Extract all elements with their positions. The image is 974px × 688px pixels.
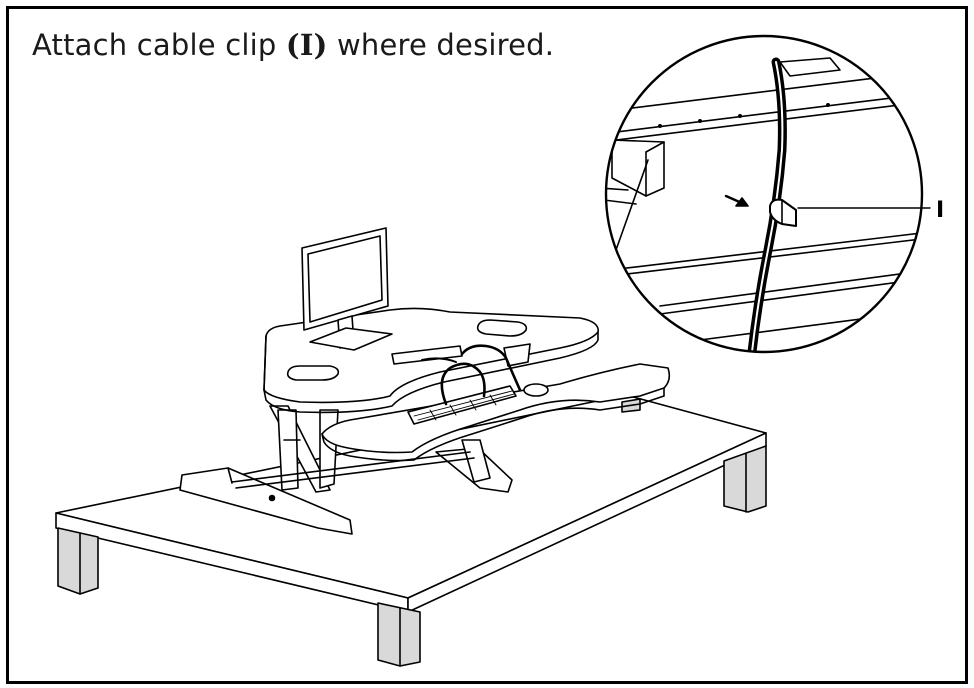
part-label: (I) — [285, 28, 328, 62]
rear-lift-column — [461, 439, 491, 483]
desk-converter — [179, 227, 671, 535]
cable-bundle — [460, 344, 522, 392]
detail-bracket — [611, 139, 665, 197]
table-leg-left — [57, 527, 99, 595]
cable-to-monitor — [421, 357, 457, 363]
table-legs — [57, 398, 767, 667]
magnifier-outline — [604, 34, 924, 354]
cable-loop — [440, 362, 486, 406]
cable-clip — [769, 198, 797, 227]
keyboard-keys — [413, 390, 515, 421]
callout-label: I — [936, 198, 945, 223]
right-grommet — [476, 319, 528, 337]
pointer-arrow-head — [735, 197, 749, 207]
table-leg-front — [377, 602, 421, 667]
keyboard-tray — [321, 363, 671, 454]
instruction-text: Attach cable clip (I) where desired. — [32, 28, 554, 62]
desk-surface-edge — [263, 331, 599, 414]
table — [55, 394, 767, 667]
instruction-before: Attach cable clip — [32, 28, 286, 62]
instruction-after: where desired. — [327, 28, 555, 62]
detail-magnifier — [604, 34, 931, 354]
mouse — [523, 383, 549, 397]
detail-contents — [606, 57, 922, 352]
front-support-bar — [391, 345, 463, 365]
keyboard-tray-edge — [321, 387, 665, 462]
left-grommet — [286, 365, 340, 381]
monitor-stand-base — [309, 327, 393, 351]
monitor-bezel — [307, 235, 383, 323]
left-lift-column — [277, 409, 299, 491]
table-leg-right — [723, 445, 767, 513]
keyboard — [407, 385, 517, 425]
